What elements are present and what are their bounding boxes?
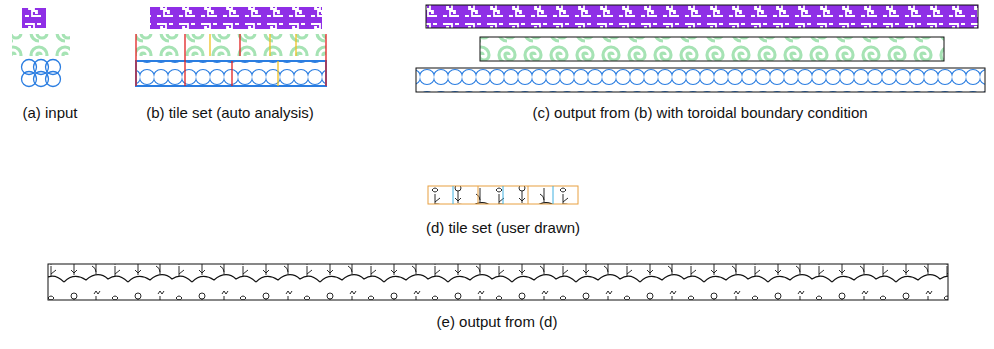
- figure-caption: (b) tile set (auto analysis): [146, 104, 314, 122]
- tile-set-user: [428, 186, 578, 204]
- figure-caption: (a) input: [22, 104, 77, 122]
- output-bands: [416, 5, 985, 92]
- input-motifs: [12, 8, 70, 87]
- figure-caption: (d) tile set (user drawn): [426, 219, 580, 237]
- figure-caption: (e) output from (d): [437, 313, 558, 331]
- output-band: [48, 264, 948, 300]
- figure-caption: (c) output from (b) with toroidal bounda…: [532, 104, 867, 122]
- tile-set-auto: [136, 7, 326, 86]
